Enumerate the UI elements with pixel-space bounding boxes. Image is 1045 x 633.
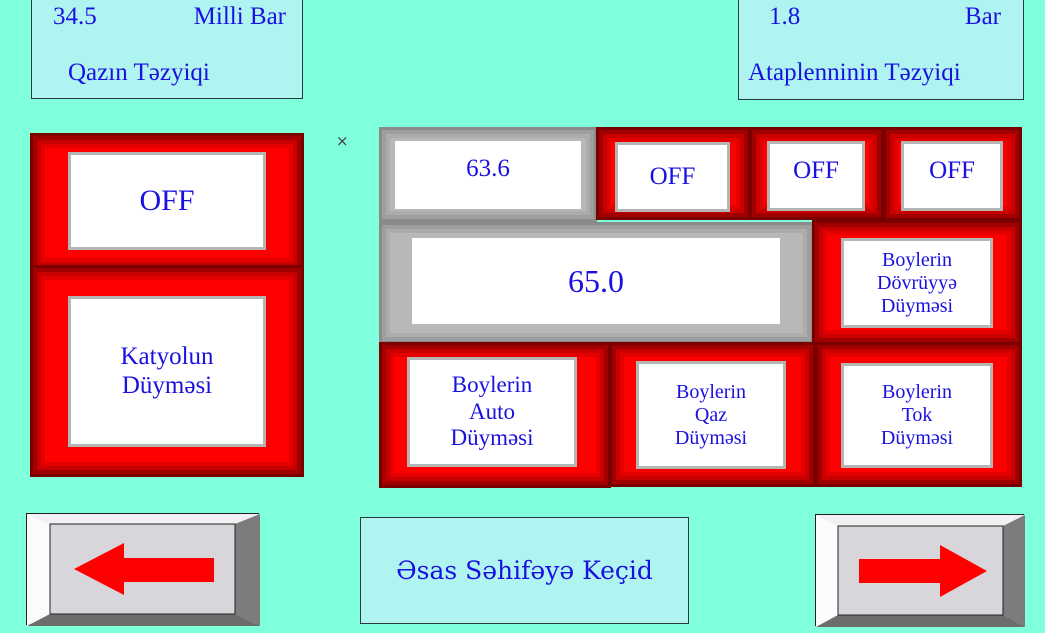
boiler-button-label: Katyolun Düyməsi	[120, 342, 214, 399]
forward-button[interactable]	[815, 514, 1025, 627]
circulation-button[interactable]: Boylerin Dövrüyyə Düyməsi	[841, 238, 993, 328]
boiler-button-frame[interactable]: Katyolun Düyməsi	[30, 265, 304, 477]
setpoint-frame: 65.0	[379, 222, 814, 344]
heating-pressure-unit: Bar	[964, 3, 1001, 30]
status-3-frame: OFF	[883, 127, 1022, 221]
close-icon[interactable]: ×	[336, 132, 349, 150]
status-1-text: OFF	[649, 162, 696, 190]
heating-pressure-label: Ataplenninin Təzyiqi	[748, 59, 961, 86]
status-3-display: OFF	[901, 141, 1003, 211]
auto-button[interactable]: Boylerin Auto Düyməsi	[407, 357, 577, 467]
status-1-display: OFF	[615, 142, 730, 212]
status-2-frame: OFF	[749, 127, 884, 220]
circulation-button-frame[interactable]: Boylerin Dövrüyyə Düyməsi	[812, 220, 1022, 345]
gas-button-label: Boylerin Qaz Düyməsi	[674, 380, 748, 449]
setpoint-display[interactable]: 65.0	[412, 238, 780, 324]
gas-pressure-value: 34.5	[53, 3, 97, 30]
status-2-display: OFF	[767, 141, 865, 211]
arrow-left-icon	[74, 543, 214, 595]
circulation-button-label: Boylerin Dövrüyyə Düyməsi	[877, 248, 957, 317]
home-page-button[interactable]: Əsas Səhifəyə Keçid	[360, 517, 689, 624]
setpoint-value: 65.0	[568, 262, 624, 299]
status-2-text: OFF	[793, 156, 839, 184]
gas-pressure-panel: 34.5 Milli Bar Qazın Təzyiqi	[31, 0, 303, 99]
gas-button-frame[interactable]: Boylerin Qaz Düyməsi	[609, 342, 816, 487]
boiler-status-text: OFF	[139, 183, 195, 217]
actual-temp-value: 63.6	[466, 154, 510, 182]
electric-button-frame[interactable]: Boylerin Tok Düyməsi	[815, 342, 1022, 487]
home-page-button-label: Əsas Səhifəyə Keçid	[396, 556, 653, 585]
gas-button[interactable]: Boylerin Qaz Düyməsi	[636, 361, 786, 469]
back-button[interactable]	[26, 513, 260, 626]
heating-pressure-value: 1.8	[769, 3, 801, 30]
status-1-frame: OFF	[596, 127, 751, 220]
electric-button-label: Boylerin Tok Düyməsi	[880, 381, 954, 449]
boiler-status-frame: OFF	[30, 133, 304, 273]
boiler-status-display: OFF	[68, 152, 266, 250]
actual-temp-frame: 63.6	[379, 127, 597, 222]
electric-button[interactable]: Boylerin Tok Düyməsi	[841, 363, 993, 468]
boiler-button[interactable]: Katyolun Düyməsi	[68, 296, 266, 447]
arrow-right-icon	[859, 545, 987, 597]
auto-button-label: Boylerin Auto Düyməsi	[450, 372, 534, 451]
gas-pressure-label: Qazın Təzyiqi	[68, 59, 210, 86]
status-3-text: OFF	[929, 156, 975, 184]
actual-temp-display: 63.6	[395, 141, 581, 209]
heating-pressure-panel: 1.8 Bar Ataplenninin Təzyiqi	[738, 0, 1024, 100]
auto-button-frame[interactable]: Boylerin Auto Düyməsi	[379, 342, 611, 488]
gas-pressure-unit: Milli Bar	[193, 3, 286, 30]
